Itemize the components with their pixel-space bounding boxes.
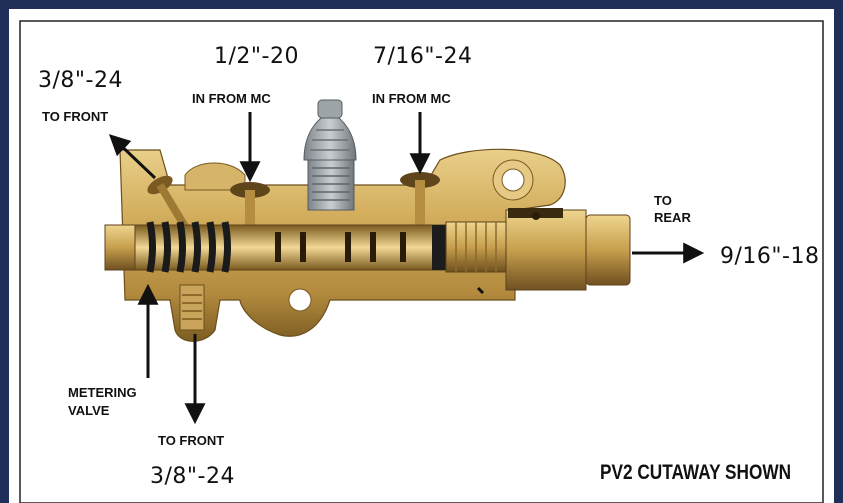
callout-metering-line2: VALVE: [68, 403, 110, 418]
callout-inlet-left: IN FROM MC: [192, 91, 271, 106]
diagram-caption: PV2 CUTAWAY SHOWN: [600, 461, 792, 484]
callout-rear-line2: REAR: [654, 210, 691, 225]
thread-front-lower: 3/8"-24: [150, 464, 235, 489]
thread-inlet-left: 1/2"-20: [214, 44, 299, 69]
callout-arrows: [108, 112, 705, 425]
thread-rear: 9/16"-18: [720, 244, 820, 269]
thread-inlet-right: 7/16"-24: [373, 44, 473, 69]
valve-body: [104, 99, 631, 342]
callout-front-upper: TO FRONT: [42, 109, 109, 124]
callout-inlet-right: IN FROM MC: [372, 91, 451, 106]
thread-front-upper: 3/8"-24: [38, 68, 123, 93]
callout-front-lower: TO FRONT: [158, 433, 225, 448]
callout-rear-line1: TO: [654, 193, 672, 208]
callout-metering-line1: METERING: [68, 385, 137, 400]
